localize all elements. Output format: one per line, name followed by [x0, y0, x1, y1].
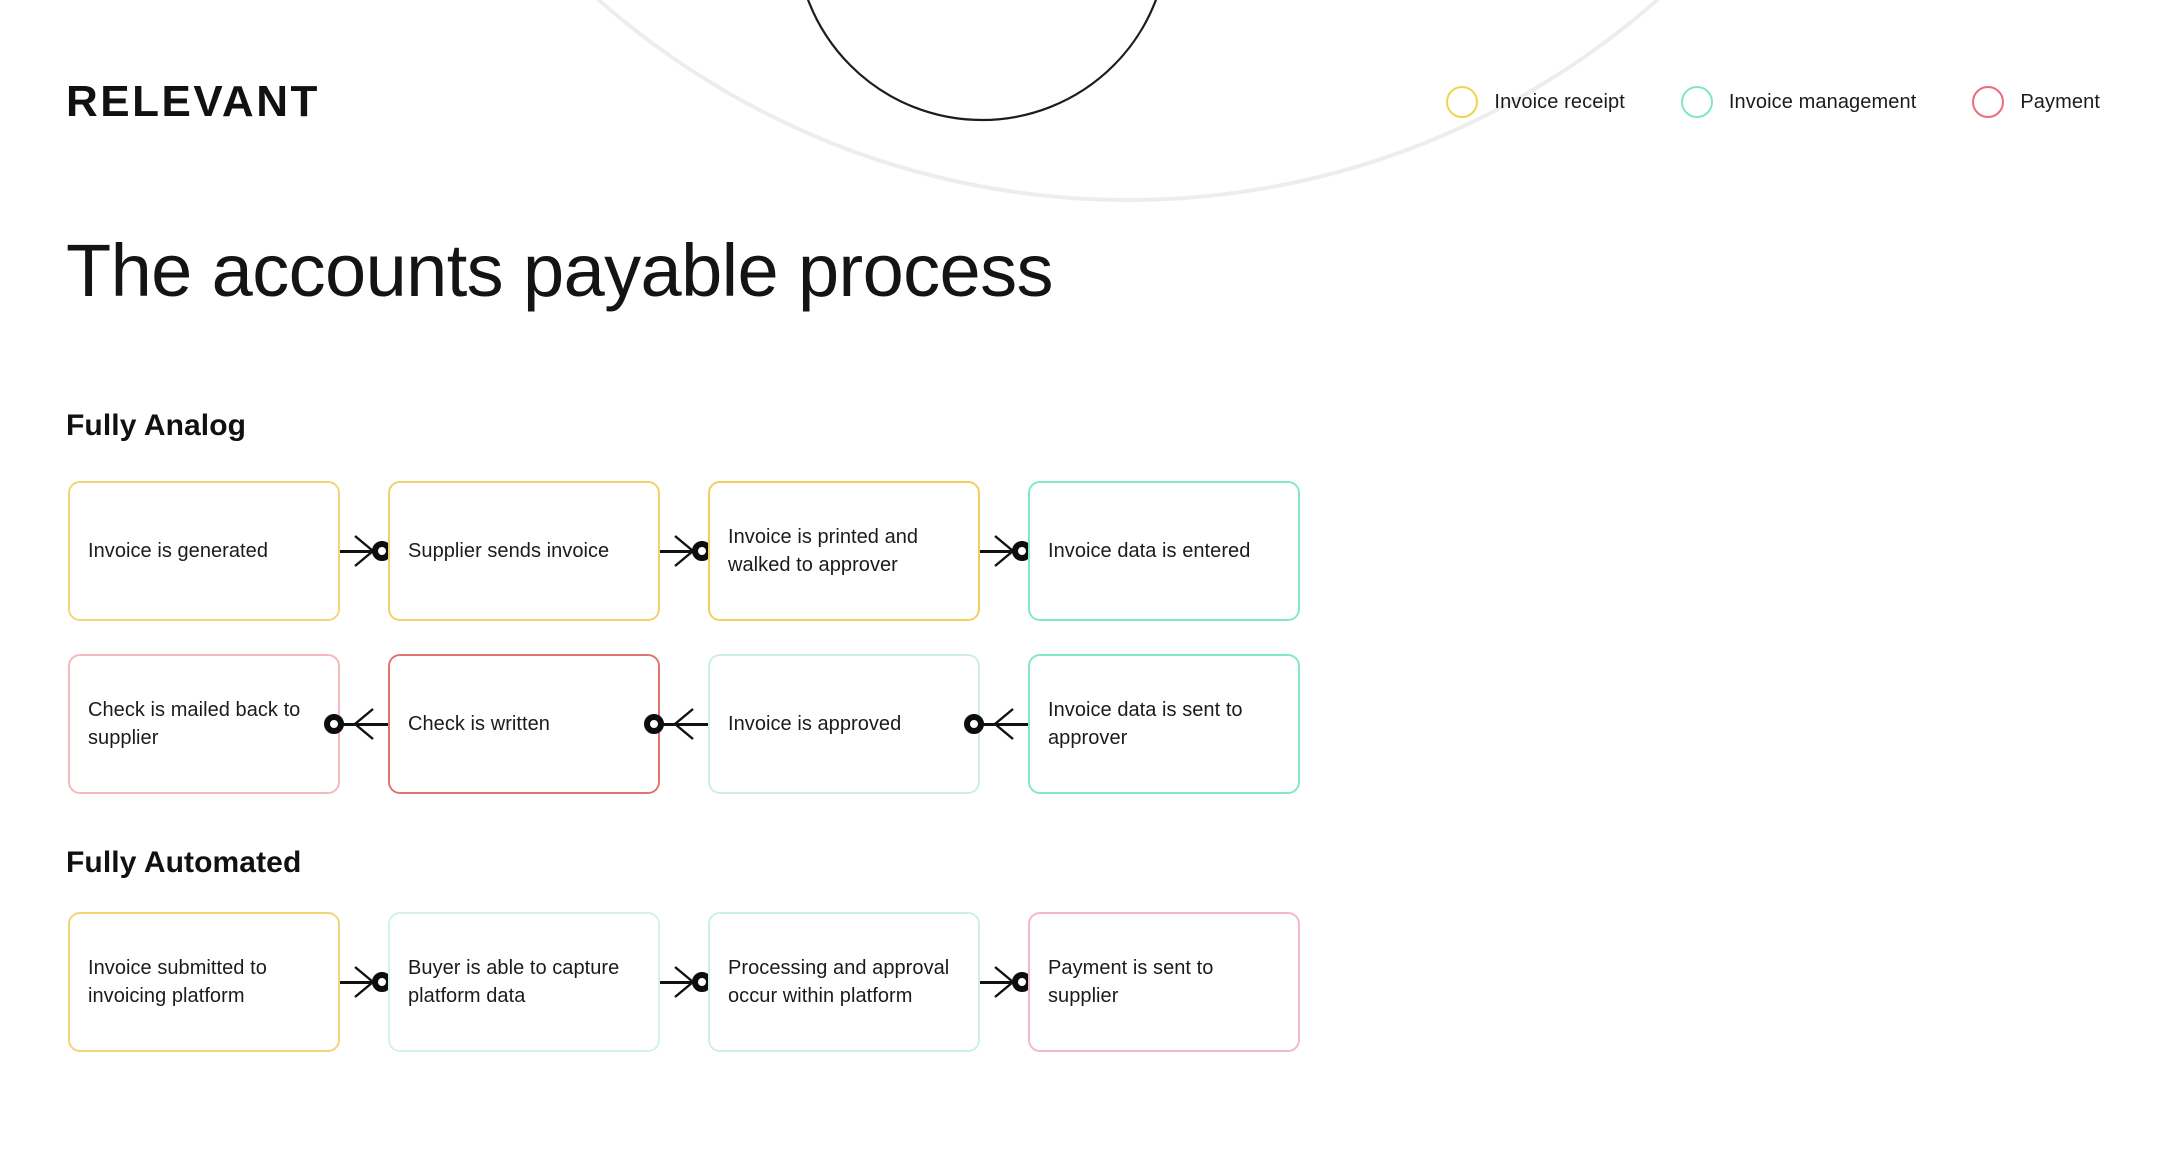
flow-connector-endpoint — [324, 714, 344, 734]
section-heading-fully-analog: Fully Analog — [66, 409, 247, 442]
flow-node-label: Invoice is printed and walked to approve… — [728, 525, 919, 576]
flow-connector-line — [980, 723, 1028, 726]
legend-item-label: Invoice receipt — [1494, 90, 1625, 113]
flow-node[interactable]: Payment is sent to supplier — [1028, 912, 1300, 1052]
circle-outline-icon — [1446, 86, 1479, 118]
flow-node-label: Invoice data is sent to approver — [1048, 698, 1243, 749]
flow-node[interactable]: Invoice submitted to invoicing platform — [68, 912, 340, 1052]
flow-node[interactable]: Buyer is able to capture platform data — [388, 912, 660, 1052]
flow-node-label: Invoice is approved — [728, 712, 902, 735]
legend-item-invoice-management: Invoice management — [1680, 86, 1917, 118]
brand-logo: RELEVANT — [66, 77, 320, 126]
flow-node-label: Payment is sent to supplier — [1048, 956, 1214, 1007]
circle-outline-icon — [1680, 86, 1713, 118]
flow-node[interactable]: Invoice data is entered — [1028, 481, 1300, 621]
section-heading-fully-automated: Fully Automated — [66, 846, 302, 879]
flow-node-label: Supplier sends invoice — [408, 539, 610, 562]
flow-row-automated-1: Invoice submitted to invoicing platform B… — [0, 912, 2160, 1052]
flow-row-analog-2: Check is mailed back to supplier Check is… — [0, 654, 2160, 794]
circle-outline-icon — [1972, 86, 2005, 118]
flow-node[interactable]: Check is mailed back to supplier — [68, 654, 340, 794]
flow-node-label: Invoice data is entered — [1048, 539, 1251, 562]
flow-node-label: Buyer is able to capture platform data — [408, 956, 620, 1007]
flow-connector-endpoint — [964, 714, 984, 734]
flow-connector-line — [340, 723, 388, 726]
flow-node-label: Invoice submitted to invoicing platform — [88, 956, 267, 1007]
legend-item-payment: Payment — [1972, 86, 2100, 118]
flow-node[interactable]: Invoice is approved — [708, 654, 980, 794]
flow-node-label: Check is mailed back to supplier — [88, 698, 301, 749]
legend-item-invoice-receipt: Invoice receipt — [1446, 86, 1625, 118]
legend: Invoice receipt Invoice management Payme… — [1446, 86, 2100, 118]
flow-node-label: Processing and approval occur within pla… — [728, 956, 950, 1007]
legend-item-label: Invoice management — [1728, 90, 1917, 113]
flow-connector-endpoint — [644, 714, 664, 734]
flow-node[interactable]: Invoice data is sent to approver — [1028, 654, 1300, 794]
flow-node[interactable]: Processing and approval occur within pla… — [708, 912, 980, 1052]
flow-node-label: Invoice is generated — [88, 539, 269, 562]
flow-node[interactable]: Supplier sends invoice — [388, 481, 660, 621]
flow-node[interactable]: Invoice is printed and walked to approve… — [708, 481, 980, 621]
flow-node-label: Check is written — [408, 712, 550, 735]
legend-item-label: Payment — [2020, 90, 2100, 113]
flow-connector-line — [660, 723, 708, 726]
page-title: The accounts payable process — [66, 229, 1054, 312]
flow-node[interactable]: Invoice is generated — [68, 481, 340, 621]
decorative-arc-dark — [806, 0, 1158, 122]
flow-node[interactable]: Check is written — [388, 654, 660, 794]
flow-row-analog-1: Invoice is generated Supplier sends invoi… — [0, 481, 2160, 621]
